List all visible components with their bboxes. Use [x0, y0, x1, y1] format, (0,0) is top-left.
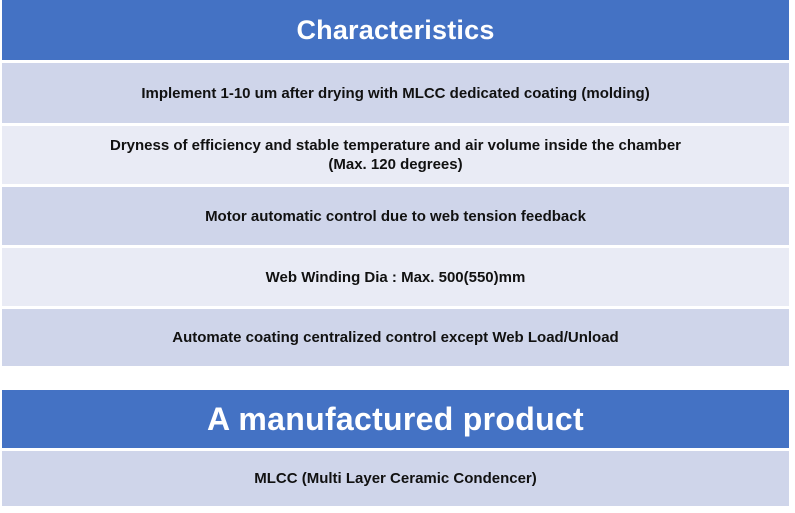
product-header: A manufactured product [2, 390, 789, 448]
row-text: Dryness of efficiency and stable tempera… [109, 137, 682, 154]
table-row: Motor automatic control due to web tensi… [2, 184, 789, 245]
row-text: Implement 1-10 um after drying with MLCC… [141, 84, 650, 102]
row-text: Motor automatic control due to web tensi… [205, 207, 586, 225]
table-row: Automate coating centralized control exc… [2, 306, 789, 366]
table-row: Implement 1-10 um after drying with MLCC… [2, 60, 789, 123]
row-text: MLCC (Multi Layer Ceramic Condencer) [254, 470, 537, 487]
table-row: MLCC (Multi Layer Ceramic Condencer) [2, 448, 789, 506]
row-text-secondary: (Max. 120 degrees) [328, 156, 463, 173]
characteristics-table: Characteristics Implement 1-10 um after … [2, 0, 789, 366]
table-row: Dryness of efficiency and stable tempera… [2, 123, 789, 184]
row-text: Web Winding Dia : Max. 500(550)mm [265, 268, 526, 286]
row-text: Automate coating centralized control exc… [172, 329, 619, 346]
characteristics-header: Characteristics [2, 0, 789, 60]
characteristics-title: Characteristics [296, 14, 495, 45]
product-table: A manufactured product MLCC (Multi Layer… [2, 390, 789, 506]
table-row: Web Winding Dia : Max. 500(550)mm [2, 245, 789, 306]
product-title: A manufactured product [207, 400, 584, 437]
